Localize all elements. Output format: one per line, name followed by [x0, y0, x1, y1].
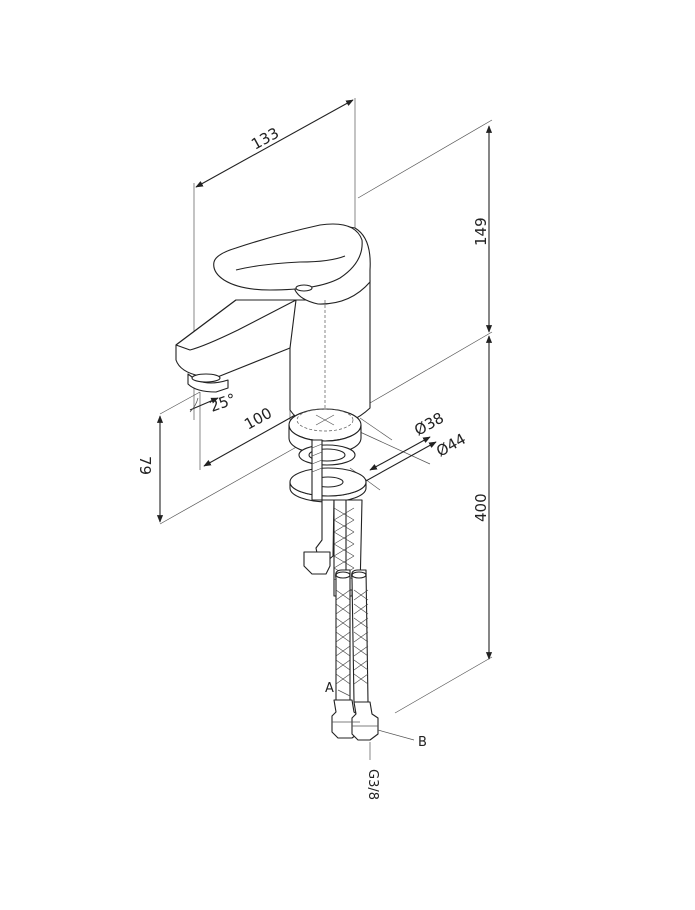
label-hose-a: A	[325, 681, 334, 696]
dim-spout-angle: 25°	[207, 390, 238, 416]
hoses	[303, 499, 379, 741]
dim-height-lower: 400	[472, 493, 490, 522]
faucet-body	[175, 223, 371, 429]
dim-spout-height: 79	[136, 456, 154, 475]
label-leaders	[337, 689, 415, 760]
dim-height-upper: 149	[472, 217, 490, 246]
label-hose-b: B	[418, 735, 427, 750]
mounting-parts	[288, 408, 367, 503]
dim-base-diameter-1: Ø38	[411, 409, 447, 440]
dim-base-diameter-2: Ø44	[433, 430, 469, 461]
label-thread: G3/8	[365, 769, 380, 800]
